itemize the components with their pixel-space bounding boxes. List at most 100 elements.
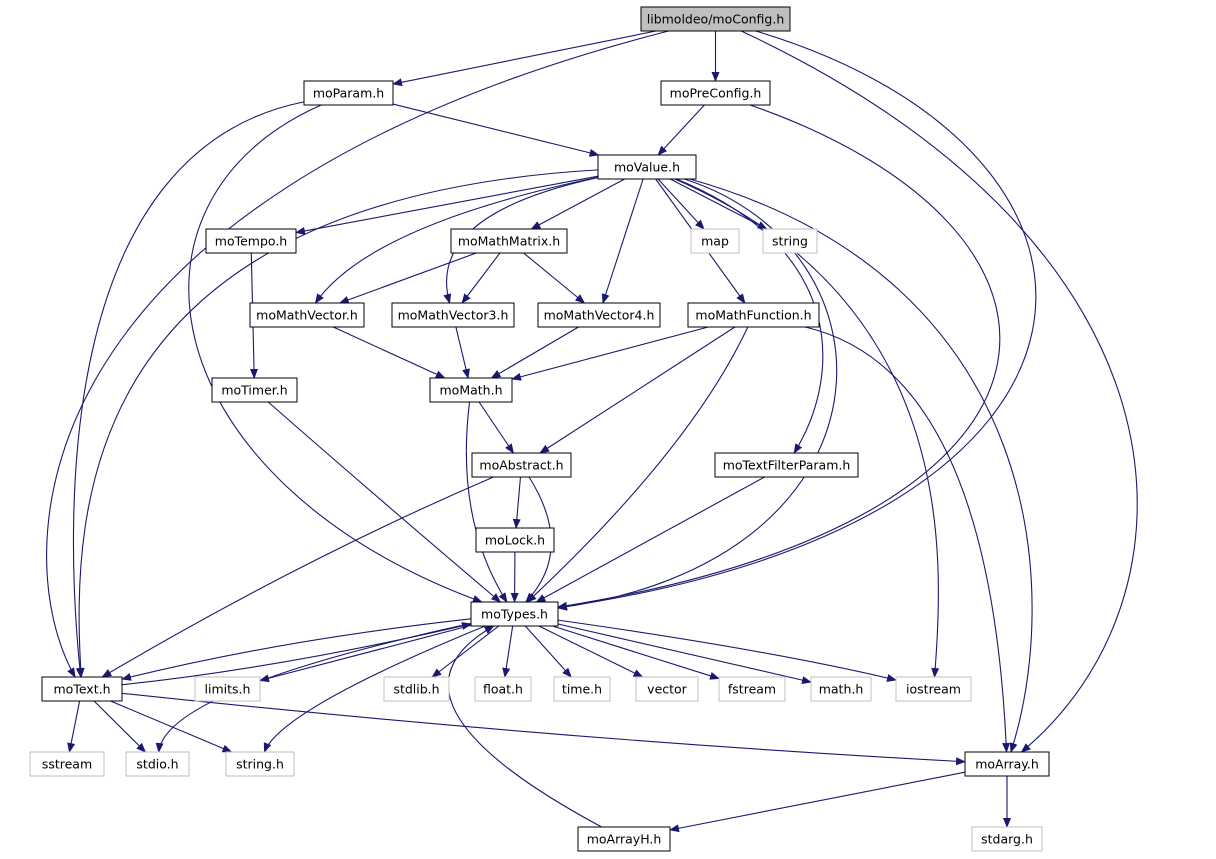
node-label: moValue.h bbox=[614, 160, 680, 175]
edge-moValue-to-moArray bbox=[689, 178, 1033, 753]
edge-moMathFunction-to-moMath bbox=[511, 326, 709, 381]
node-moMathVector4[interactable]: moMathVector4.h bbox=[537, 302, 661, 328]
node-stringh: string.h bbox=[225, 751, 295, 777]
edge-moMathMatrix-to-moMathVector bbox=[338, 252, 477, 304]
node-moValue[interactable]: moValue.h bbox=[597, 154, 697, 180]
node-moAbstract[interactable]: moAbstract.h bbox=[471, 452, 572, 478]
edge-moTypes-to-time bbox=[524, 625, 572, 678]
node-label: stdlib.h bbox=[393, 682, 439, 697]
node-vector: vector bbox=[635, 676, 699, 702]
node-box bbox=[810, 676, 872, 702]
edge-moText-to-sstream bbox=[67, 700, 81, 753]
node-moMathVector3[interactable]: moMathVector3.h bbox=[391, 302, 515, 328]
edge-moValue-to-moMathVector4 bbox=[601, 178, 644, 304]
node-box bbox=[635, 676, 699, 702]
node-label: vector bbox=[647, 682, 688, 697]
node-moArrayH[interactable]: moArrayH.h bbox=[577, 826, 671, 852]
edge-moMathMatrix-to-moMathVector4 bbox=[523, 252, 586, 304]
edge-moTypes-to-iostream bbox=[557, 619, 897, 682]
node-moMathVector[interactable]: moMathVector.h bbox=[249, 302, 365, 328]
edge-moValue-to-iostream bbox=[674, 178, 940, 678]
edge-moMathVector3-to-moMath bbox=[455, 326, 470, 379]
node-map: map bbox=[690, 228, 740, 254]
node-moConfig[interactable]: libmoldeo/moConfig.h bbox=[640, 6, 791, 32]
node-box bbox=[41, 676, 123, 702]
node-moMathMatrix[interactable]: moMathMatrix.h bbox=[450, 228, 568, 254]
node-moTempo[interactable]: moTempo.h bbox=[205, 228, 297, 254]
node-box bbox=[687, 302, 820, 328]
node-moPreConfig[interactable]: moPreConfig.h bbox=[660, 80, 771, 106]
node-moMath[interactable]: moMath.h bbox=[429, 377, 513, 403]
edge-moTypes-to-math bbox=[557, 623, 812, 684]
node-label: moMath.h bbox=[440, 383, 503, 398]
node-moParam[interactable]: moParam.h bbox=[303, 80, 394, 106]
node-moTypes[interactable]: moTypes.h bbox=[470, 601, 559, 627]
node-label: iostream bbox=[906, 682, 961, 697]
node-label: moTempo.h bbox=[215, 234, 287, 249]
node-moText[interactable]: moText.h bbox=[41, 676, 123, 702]
edge-moConfig-to-moArray bbox=[740, 30, 1138, 753]
edge-moTypes-to-stdlib bbox=[431, 625, 500, 678]
node-string: string bbox=[762, 228, 818, 254]
edge-moMathFunction-to-moAbstract bbox=[539, 326, 736, 454]
node-box bbox=[471, 452, 572, 478]
node-box bbox=[553, 676, 611, 702]
node-box bbox=[211, 377, 298, 403]
node-moTimer[interactable]: moTimer.h bbox=[211, 377, 298, 403]
node-moMathFunction[interactable]: moMathFunction.h bbox=[687, 302, 820, 328]
node-label: string bbox=[772, 234, 808, 249]
edge-moMath-to-moTypes bbox=[465, 401, 508, 603]
edge-moValue-to-moMathVector3 bbox=[443, 177, 599, 304]
edge-moTypes-to-stringh bbox=[263, 625, 486, 753]
edge-moAbstract-to-moLock bbox=[512, 476, 522, 529]
edge-moTypes-to-fstream bbox=[552, 625, 720, 680]
node-label: moLock.h bbox=[485, 533, 545, 548]
node-box bbox=[895, 676, 972, 702]
node-label: limits.h bbox=[205, 682, 251, 697]
node-box bbox=[597, 154, 697, 180]
edge-moText-to-moArray bbox=[121, 692, 966, 766]
node-label: moParam.h bbox=[313, 86, 384, 101]
node-label: libmoldeo/moConfig.h bbox=[647, 12, 785, 27]
node-box bbox=[475, 527, 555, 553]
edge-moValue-to-moMathVector bbox=[314, 176, 599, 304]
edge-moConfig-to-moParam bbox=[392, 30, 657, 87]
edge-moMathFunction-to-moArray bbox=[804, 326, 1011, 753]
node-box bbox=[205, 228, 297, 254]
edge-moText-to-moTypes bbox=[121, 622, 472, 686]
edge-moValue-to-map bbox=[657, 178, 705, 230]
edge-moArrayH-to-moTypes bbox=[447, 625, 602, 828]
node-moTextFilterParam[interactable]: moTextFilterParam.h bbox=[714, 452, 859, 478]
node-label: stdio.h bbox=[136, 757, 178, 772]
node-label: moMathVector4.h bbox=[544, 308, 655, 323]
node-box bbox=[660, 80, 771, 106]
node-label: stdarg.h bbox=[981, 832, 1033, 847]
node-label: moArrayH.h bbox=[587, 832, 662, 847]
node-box bbox=[125, 751, 190, 777]
node-label: moMathFunction.h bbox=[695, 308, 811, 323]
node-box bbox=[762, 228, 818, 254]
edge-moPreConfig-to-moValue bbox=[657, 104, 705, 156]
edge-moTypes-to-vector bbox=[538, 625, 644, 678]
node-box bbox=[303, 80, 394, 106]
node-moLock[interactable]: moLock.h bbox=[475, 527, 555, 553]
node-box bbox=[194, 676, 261, 702]
edge-moTypes-to-float bbox=[502, 625, 514, 678]
node-label: moPreConfig.h bbox=[670, 86, 762, 101]
node-box bbox=[391, 302, 515, 328]
edge-moParam-to-moTypes bbox=[188, 104, 483, 603]
node-stdarg: stdarg.h bbox=[971, 826, 1043, 852]
dependency-nodes: libmoldeo/moConfig.h moParam.h moPreConfig… bbox=[29, 6, 1050, 852]
node-label: map bbox=[701, 234, 729, 249]
node-box bbox=[450, 228, 568, 254]
node-box bbox=[964, 751, 1050, 777]
node-float: float.h bbox=[474, 676, 532, 702]
node-moArray[interactable]: moArray.h bbox=[964, 751, 1050, 777]
node-box bbox=[29, 751, 105, 777]
node-box bbox=[537, 302, 661, 328]
node-box bbox=[249, 302, 365, 328]
node-label: fstream bbox=[728, 682, 776, 697]
node-time: time.h bbox=[553, 676, 611, 702]
node-label: moTypes.h bbox=[481, 607, 548, 622]
